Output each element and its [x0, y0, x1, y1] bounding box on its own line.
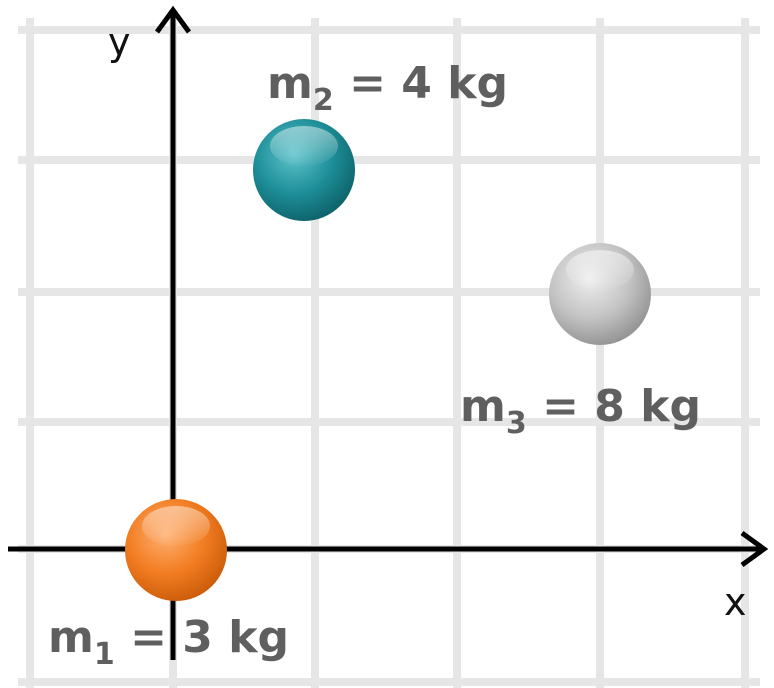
mass-2-label: m2 = 4 kg	[267, 58, 508, 118]
mass-3-value: 8	[594, 381, 625, 432]
mass-3-sphere	[549, 243, 651, 345]
x-axis	[8, 530, 769, 568]
mass-3-subscript: 3	[506, 406, 527, 441]
mass-1-subscript: 1	[94, 637, 115, 672]
mass-1-label: m1 = 3 kg	[48, 612, 289, 672]
mass-2-subscript: 2	[313, 83, 334, 118]
mass-2-value: 4	[401, 58, 432, 109]
mass-1-sphere	[125, 499, 227, 601]
x-axis-label: x	[724, 580, 747, 624]
grid	[18, 18, 760, 688]
mass-2-symbol: m	[267, 58, 313, 109]
mass-3-label: m3 = 8 kg	[460, 381, 701, 441]
mass-3-unit: kg	[640, 381, 701, 432]
mass-3-equals: =	[542, 381, 579, 432]
mass-2-unit: kg	[447, 58, 508, 109]
y-axis-label: y	[108, 20, 131, 64]
mass-1-equals: =	[130, 612, 167, 663]
mass-3-symbol: m	[460, 381, 506, 432]
mass-2-equals: =	[349, 58, 386, 109]
mass-1-unit: kg	[228, 612, 289, 663]
mass-1-symbol: m	[48, 612, 94, 663]
mass-1-value: 3	[182, 612, 213, 663]
mass-2-sphere	[253, 119, 355, 221]
